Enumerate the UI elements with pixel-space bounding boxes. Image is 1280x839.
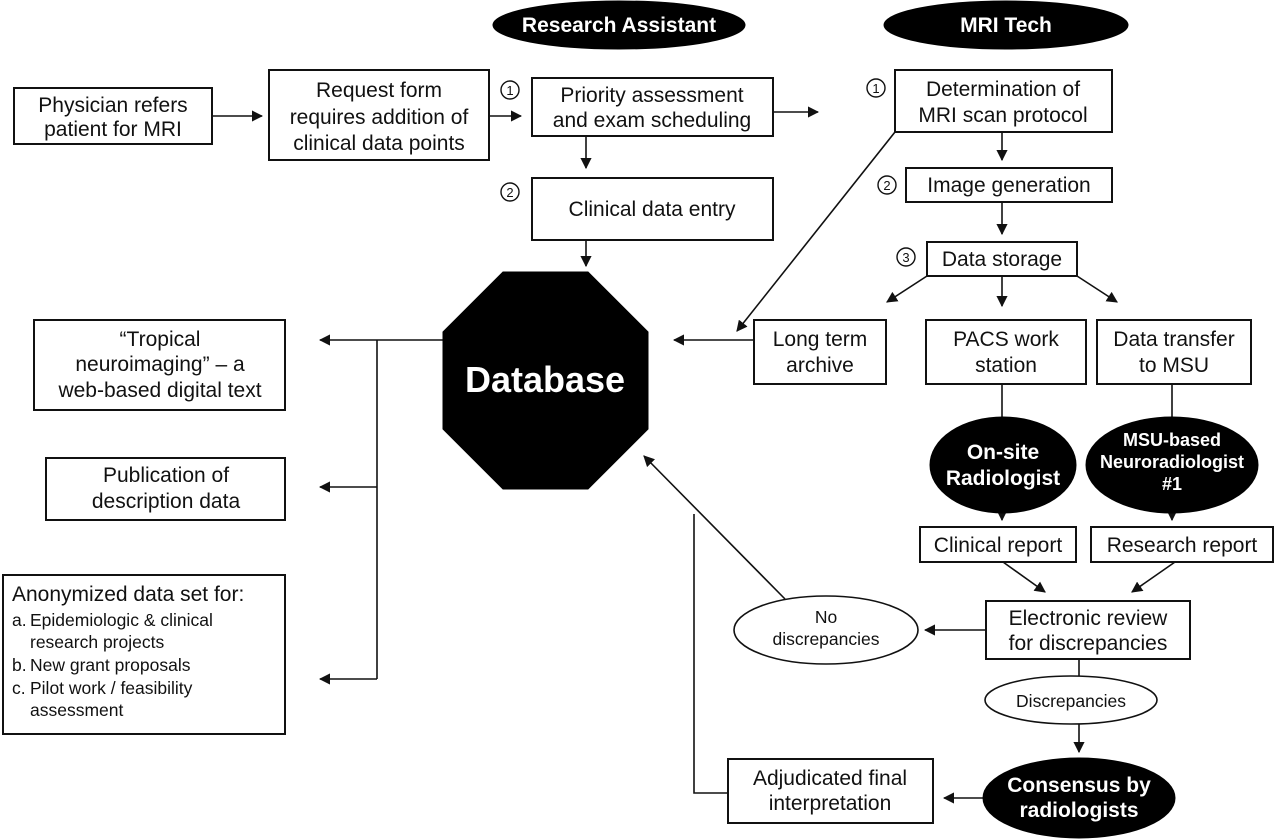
role-mri-tech: MRI Tech [883, 0, 1129, 50]
step-marker-mri-1: 1 [866, 78, 886, 98]
step-marker-ra-1: 1 [500, 80, 520, 100]
node-tropical-neuroimaging: “Tropical neuroimaging” – a web-based di… [33, 319, 286, 411]
svg-text:discrepancies: discrepancies [773, 629, 880, 649]
edges [212, 106, 1178, 804]
role-label: MRI Tech [960, 14, 1052, 37]
svg-text:MRI scan protocol: MRI scan protocol [918, 104, 1087, 127]
svg-text:Clinical data entry: Clinical data entry [569, 198, 736, 221]
svg-text:Image generation: Image generation [927, 174, 1090, 197]
node-electronic-review: Electronic review for discrepancies [985, 600, 1191, 660]
anonymized-item-a-marker: a. [12, 610, 27, 630]
anonymized-item-c-cont: assessment [30, 700, 124, 720]
svg-text:Discrepancies: Discrepancies [1016, 691, 1126, 711]
node-request-form: Request form requires addition of clinic… [268, 69, 490, 161]
svg-text:Priority assessment: Priority assessment [560, 84, 743, 107]
anonymized-item-c: Pilot work / feasibility [30, 678, 193, 698]
node-msu-neuroradiologist: MSU-based Neuroradiologist #1 [1085, 416, 1259, 514]
svg-text:Long term: Long term [773, 328, 868, 351]
anonymized-item-a: Epidemiologic & clinical [30, 610, 213, 630]
role-research-assistant: Research Assistant [492, 0, 746, 50]
edge-storage-to-transfer [1076, 275, 1118, 303]
anonymized-item-c-marker: c. [12, 678, 26, 698]
svg-text:Data transfer: Data transfer [1113, 328, 1234, 351]
node-no-discrepancies: No discrepancies [733, 595, 919, 665]
svg-text:1: 1 [872, 81, 879, 96]
anonymized-title: Anonymized data set for: [12, 583, 244, 606]
node-physician: Physician refers patient for MRI [13, 87, 213, 145]
node-clinical-data-entry: Clinical data entry [531, 177, 774, 241]
anonymized-item-b: New grant proposals [30, 655, 191, 675]
node-priority-assessment: Priority assessment and exam scheduling [531, 77, 774, 137]
node-onsite-radiologist: On-site Radiologist [929, 416, 1077, 514]
svg-text:PACS work: PACS work [953, 328, 1059, 351]
node-clinical-report: Clinical report [919, 526, 1077, 563]
node-anonymized-data-set: Anonymized data set for: a. Epidemiologi… [2, 574, 286, 735]
svg-text:Data storage: Data storage [942, 248, 1062, 271]
svg-text:Radiologist: Radiologist [946, 467, 1060, 490]
svg-text:Research report: Research report [1107, 534, 1258, 557]
edge-storage-to-longterm [886, 275, 928, 303]
svg-text:for discrepancies: for discrepancies [1009, 632, 1168, 655]
svg-text:neuroimaging” – a: neuroimaging” – a [75, 353, 245, 376]
node-consensus: Consensus by radiologists [982, 757, 1176, 839]
svg-text:MSU-based: MSU-based [1123, 430, 1221, 450]
svg-text:radiologists: radiologists [1019, 799, 1138, 822]
anonymized-item-b-marker: b. [12, 655, 27, 675]
node-discrepancies: Discrepancies [984, 675, 1158, 725]
node-data-storage: Data storage [926, 241, 1078, 277]
svg-text:Determination of: Determination of [926, 78, 1080, 101]
node-research-report: Research report [1090, 526, 1274, 563]
svg-text:“Tropical: “Tropical [120, 328, 201, 351]
svg-text:description data: description data [92, 490, 241, 513]
edge-determination-to-database [736, 131, 896, 332]
svg-text:requires addition of: requires addition of [290, 106, 469, 129]
anonymized-item-a-cont: research projects [30, 632, 164, 652]
svg-text:Publication of: Publication of [103, 464, 229, 487]
svg-text:3: 3 [902, 250, 909, 265]
svg-text:Neuroradiologist: Neuroradiologist [1100, 452, 1244, 472]
svg-text:On-site: On-site [967, 441, 1039, 464]
database-octagon [442, 271, 649, 490]
svg-text:Request form: Request form [316, 79, 442, 102]
svg-text:2: 2 [506, 185, 513, 200]
svg-text:Physician refers: Physician refers [38, 94, 187, 117]
svg-text:Database: Database [465, 359, 625, 400]
svg-text:Electronic review: Electronic review [1009, 607, 1169, 630]
edge-clinical-report-to-review [1002, 561, 1046, 593]
svg-text:station: station [975, 354, 1037, 377]
svg-text:No: No [815, 607, 837, 627]
node-database: Database [442, 271, 649, 490]
svg-text:2: 2 [883, 178, 890, 193]
svg-text:Consensus by: Consensus by [1007, 774, 1151, 797]
edge-research-report-to-review [1131, 561, 1176, 593]
svg-text:patient for MRI: patient for MRI [44, 118, 182, 141]
node-image-generation: Image generation [905, 167, 1113, 203]
svg-text:Clinical report: Clinical report [934, 534, 1063, 557]
svg-text:1: 1 [506, 83, 513, 98]
node-determination: Determination of MRI scan protocol [894, 69, 1113, 133]
svg-text:web-based digital text: web-based digital text [57, 379, 261, 402]
edge-adjudicated-to-database [693, 514, 728, 794]
svg-text:Adjudicated final: Adjudicated final [753, 767, 907, 790]
step-marker-mri-3: 3 [896, 247, 916, 267]
node-pacs-workstation: PACS work station [925, 319, 1087, 385]
svg-text:and exam scheduling: and exam scheduling [553, 109, 751, 132]
role-label: Research Assistant [522, 14, 716, 37]
node-adjudicated: Adjudicated final interpretation [727, 758, 934, 824]
node-data-transfer: Data transfer to MSU [1096, 319, 1252, 385]
edge-no-discrepancies-to-database [643, 455, 786, 600]
svg-text:clinical data points: clinical data points [293, 132, 465, 155]
svg-text:#1: #1 [1162, 474, 1182, 494]
node-publication: Publication of description data [45, 457, 286, 521]
node-long-term-archive: Long term archive [753, 319, 887, 385]
svg-text:to MSU: to MSU [1139, 354, 1209, 377]
svg-text:archive: archive [786, 354, 854, 377]
step-marker-ra-2: 2 [500, 182, 520, 202]
svg-text:interpretation: interpretation [769, 792, 892, 815]
step-marker-mri-2: 2 [877, 175, 897, 195]
